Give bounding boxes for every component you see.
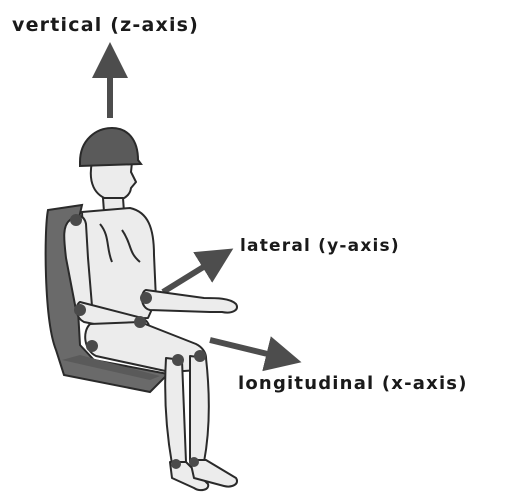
y-axis-arrow — [163, 258, 218, 292]
seated-figure — [64, 162, 237, 490]
helmet — [80, 128, 141, 166]
lateral-axis-label: lateral (y-axis) — [240, 236, 400, 256]
longitudinal-axis-label: longitudinal (x-axis) — [238, 373, 468, 394]
x-axis-arrow — [210, 340, 284, 358]
vertical-axis-label: vertical (z-axis) — [12, 14, 199, 36]
